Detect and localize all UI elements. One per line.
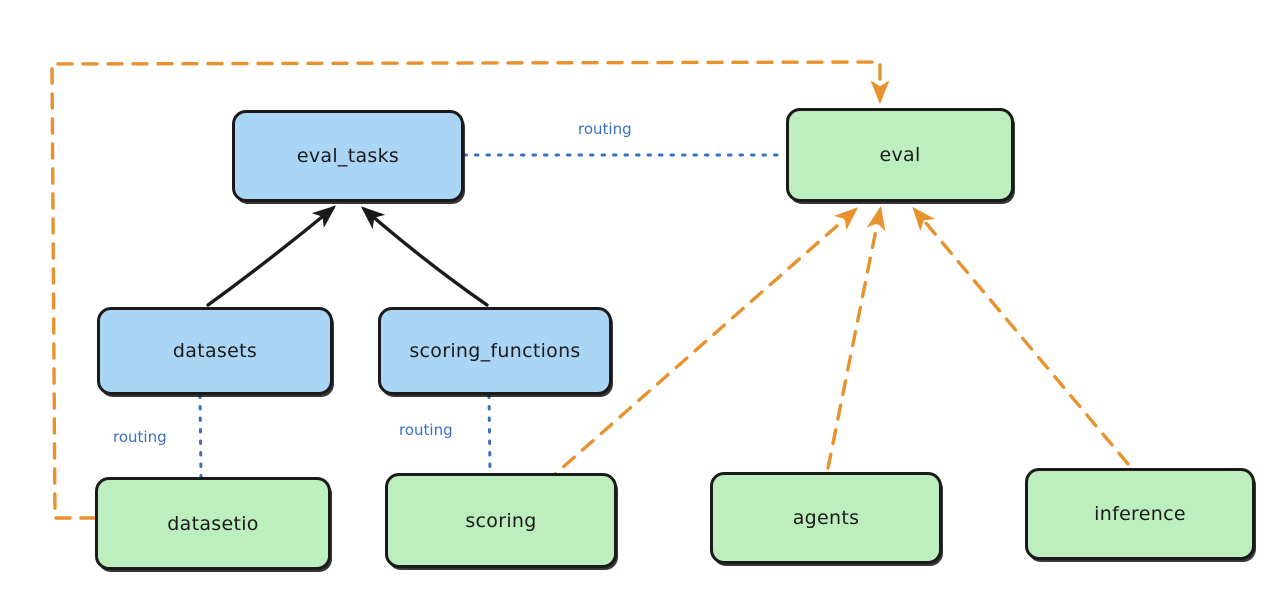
node-label-eval-tasks: eval_tasks bbox=[296, 145, 400, 167]
node-label-scoring-functions: scoring_functions bbox=[409, 340, 581, 362]
edge-routing-scoring-functions-scoring bbox=[487, 393, 492, 475]
node-label-inference: inference bbox=[1094, 503, 1186, 525]
node-label-scoring: scoring bbox=[465, 509, 537, 532]
edge-inference-to-eval bbox=[912, 206, 1130, 466]
node-eval[interactable]: eval bbox=[786, 108, 1014, 202]
node-eval-tasks[interactable]: eval_tasks bbox=[232, 110, 464, 202]
node-scoring-functions[interactable]: scoring_functions bbox=[378, 307, 612, 395]
edge-datasetio-to-eval bbox=[50, 60, 890, 520]
node-datasetio[interactable]: datasetio bbox=[95, 477, 331, 570]
node-datasets[interactable]: datasets bbox=[97, 307, 333, 395]
node-label-eval: eval bbox=[879, 144, 921, 166]
node-label-datasets: datasets bbox=[172, 340, 258, 362]
edge-agents-to-eval bbox=[826, 206, 886, 470]
node-label-agents: agents bbox=[792, 507, 860, 529]
edge-routing-datasets-datasetio bbox=[198, 393, 203, 479]
edge-label-routing-eval-tasks-eval: routing bbox=[578, 120, 632, 138]
edge-label-routing-datasets-datasetio: routing bbox=[113, 428, 167, 446]
edge-scoring-functions-to-eval-tasks bbox=[360, 206, 489, 307]
edge-label-routing-scoring-functions-scoring: routing bbox=[399, 421, 453, 439]
node-inference[interactable]: inference bbox=[1025, 468, 1255, 560]
node-agents[interactable]: agents bbox=[710, 472, 942, 564]
edge-datasets-to-eval-tasks bbox=[206, 205, 337, 307]
node-scoring[interactable]: scoring bbox=[385, 473, 617, 568]
node-label-datasetio: datasetio bbox=[167, 512, 259, 535]
